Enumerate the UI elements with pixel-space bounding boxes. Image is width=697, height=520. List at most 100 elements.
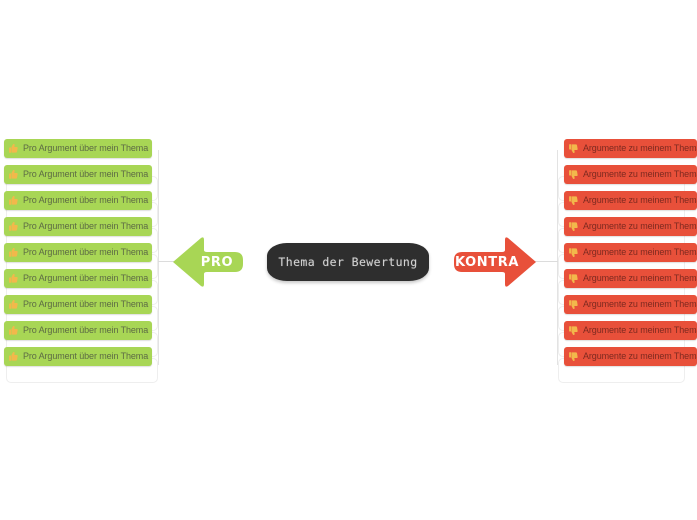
pro-argument-node[interactable]: Pro Argument über mein Thema bbox=[4, 269, 152, 288]
thumbs-down-glyph bbox=[569, 352, 578, 362]
node-label: Argumente zu meinem Thema bbox=[583, 221, 697, 231]
node-label: Argumente zu meinem Thema bbox=[583, 143, 697, 153]
node-wrapper: Argumente zu meinem Thema bbox=[552, 191, 697, 227]
pro-argument-node[interactable]: Pro Argument über mein Thema bbox=[4, 191, 152, 210]
thumbs-up-glyph bbox=[9, 325, 18, 335]
thumbs-up-glyph bbox=[9, 273, 18, 283]
node-label: Argumente zu meinem Thema bbox=[583, 273, 697, 283]
connector-pro bbox=[158, 261, 174, 262]
node-label: Pro Argument über mein Thema bbox=[23, 143, 149, 153]
thumbs-down-icon bbox=[568, 247, 579, 258]
thumbs-up-icon bbox=[8, 221, 19, 232]
thumbs-down-glyph bbox=[569, 170, 578, 180]
node-wrapper: Pro Argument über mein Thema bbox=[0, 295, 172, 331]
arrow-pro[interactable]: PRO bbox=[171, 233, 245, 291]
kontra-argument-node[interactable]: Argumente zu meinem Thema bbox=[564, 295, 697, 314]
node-label: Pro Argument über mein Thema bbox=[23, 325, 149, 335]
node-label: Pro Argument über mein Thema bbox=[23, 247, 149, 257]
thumbs-up-glyph bbox=[9, 169, 18, 179]
thumbs-up-glyph bbox=[9, 351, 18, 361]
node-label: Pro Argument über mein Thema bbox=[23, 273, 149, 283]
node-wrapper: Argumente zu meinem Thema bbox=[552, 321, 697, 357]
arrow-kontra-shape bbox=[454, 237, 536, 287]
thumbs-up-icon bbox=[8, 351, 19, 362]
node-wrapper: Pro Argument über mein Thema bbox=[0, 347, 172, 383]
node-wrapper: Argumente zu meinem Thema bbox=[552, 243, 697, 279]
node-wrapper: Pro Argument über mein Thema bbox=[0, 269, 172, 305]
node-label: Pro Argument über mein Thema bbox=[23, 169, 149, 179]
node-label: Argumente zu meinem Thema bbox=[583, 195, 697, 205]
thumbs-down-icon bbox=[568, 143, 579, 154]
thumbs-up-icon bbox=[8, 273, 19, 284]
thumbs-down-glyph bbox=[569, 248, 578, 258]
pro-argument-node[interactable]: Pro Argument über mein Thema bbox=[4, 321, 152, 340]
thumbs-down-glyph bbox=[569, 222, 578, 232]
node-wrapper: Argumente zu meinem Thema bbox=[552, 139, 697, 165]
thumbs-up-icon bbox=[8, 247, 19, 258]
thumbs-down-icon bbox=[568, 273, 579, 284]
thumbs-down-glyph bbox=[569, 300, 578, 310]
node-wrapper: Pro Argument über mein Thema bbox=[0, 139, 172, 165]
node-label: Pro Argument über mein Thema bbox=[23, 221, 149, 231]
thumbs-up-glyph bbox=[9, 195, 18, 205]
pro-argument-node[interactable]: Pro Argument über mein Thema bbox=[4, 165, 152, 184]
thumbs-down-icon bbox=[568, 351, 579, 362]
central-node[interactable]: Thema der Bewertung bbox=[267, 243, 429, 281]
thumbs-down-icon bbox=[568, 299, 579, 310]
connector-kontra bbox=[534, 261, 558, 262]
thumbs-up-glyph bbox=[9, 247, 18, 257]
pro-argument-node[interactable]: Pro Argument über mein Thema bbox=[4, 217, 152, 236]
kontra-argument-node[interactable]: Argumente zu meinem Thema bbox=[564, 243, 697, 262]
node-label: Pro Argument über mein Thema bbox=[23, 351, 149, 361]
central-node-label: Thema der Bewertung bbox=[278, 255, 418, 269]
spine-pro bbox=[158, 150, 159, 365]
node-wrapper: Pro Argument über mein Thema bbox=[0, 165, 172, 201]
node-label: Argumente zu meinem Thema bbox=[583, 299, 697, 309]
kontra-argument-node[interactable]: Argumente zu meinem Thema bbox=[564, 191, 697, 210]
thumbs-up-icon bbox=[8, 325, 19, 336]
thumbs-up-icon bbox=[8, 143, 19, 154]
thumbs-up-icon bbox=[8, 195, 19, 206]
kontra-argument-node[interactable]: Argumente zu meinem Thema bbox=[564, 165, 697, 184]
node-wrapper: Pro Argument über mein Thema bbox=[0, 243, 172, 279]
thumbs-down-glyph bbox=[569, 196, 578, 206]
thumbs-down-glyph bbox=[569, 144, 578, 154]
arrow-pro-shape bbox=[173, 237, 243, 287]
node-wrapper: Argumente zu meinem Thema bbox=[552, 347, 697, 383]
arrow-kontra-label: KONTRA bbox=[455, 254, 519, 270]
kontra-argument-node[interactable]: Argumente zu meinem Thema bbox=[564, 347, 697, 366]
node-wrapper: Pro Argument über mein Thema bbox=[0, 321, 172, 357]
node-label: Argumente zu meinem Thema bbox=[583, 169, 697, 179]
thumbs-up-glyph bbox=[9, 221, 18, 231]
thumbs-down-icon bbox=[568, 221, 579, 232]
thumbs-up-glyph bbox=[9, 299, 18, 309]
node-label: Argumente zu meinem Thema bbox=[583, 351, 697, 361]
pro-argument-node[interactable]: Pro Argument über mein Thema bbox=[4, 243, 152, 262]
node-label: Pro Argument über mein Thema bbox=[23, 299, 149, 309]
thumbs-up-glyph bbox=[9, 143, 18, 153]
arrow-pro-label: PRO bbox=[200, 254, 234, 270]
node-wrapper: Pro Argument über mein Thema bbox=[0, 191, 172, 227]
node-label: Argumente zu meinem Thema bbox=[583, 325, 697, 335]
node-wrapper: Argumente zu meinem Thema bbox=[552, 165, 697, 201]
kontra-argument-node[interactable]: Argumente zu meinem Thema bbox=[564, 321, 697, 340]
arrow-kontra[interactable]: KONTRA bbox=[452, 233, 538, 291]
kontra-argument-node[interactable]: Argumente zu meinem Thema bbox=[564, 269, 697, 288]
thumbs-down-icon bbox=[568, 195, 579, 206]
node-label: Pro Argument über mein Thema bbox=[23, 195, 149, 205]
node-wrapper: Pro Argument über mein Thema bbox=[0, 217, 172, 253]
node-label: Argumente zu meinem Thema bbox=[583, 247, 697, 257]
kontra-argument-node[interactable]: Argumente zu meinem Thema bbox=[564, 139, 697, 158]
kontra-argument-node[interactable]: Argumente zu meinem Thema bbox=[564, 217, 697, 236]
pro-argument-node[interactable]: Pro Argument über mein Thema bbox=[4, 295, 152, 314]
thumbs-down-icon bbox=[568, 325, 579, 336]
pro-argument-node[interactable]: Pro Argument über mein Thema bbox=[4, 139, 152, 158]
pro-argument-node[interactable]: Pro Argument über mein Thema bbox=[4, 347, 152, 366]
thumbs-up-icon bbox=[8, 169, 19, 180]
thumbs-up-icon bbox=[8, 299, 19, 310]
thumbs-down-icon bbox=[568, 169, 579, 180]
thumbs-down-glyph bbox=[569, 274, 578, 284]
